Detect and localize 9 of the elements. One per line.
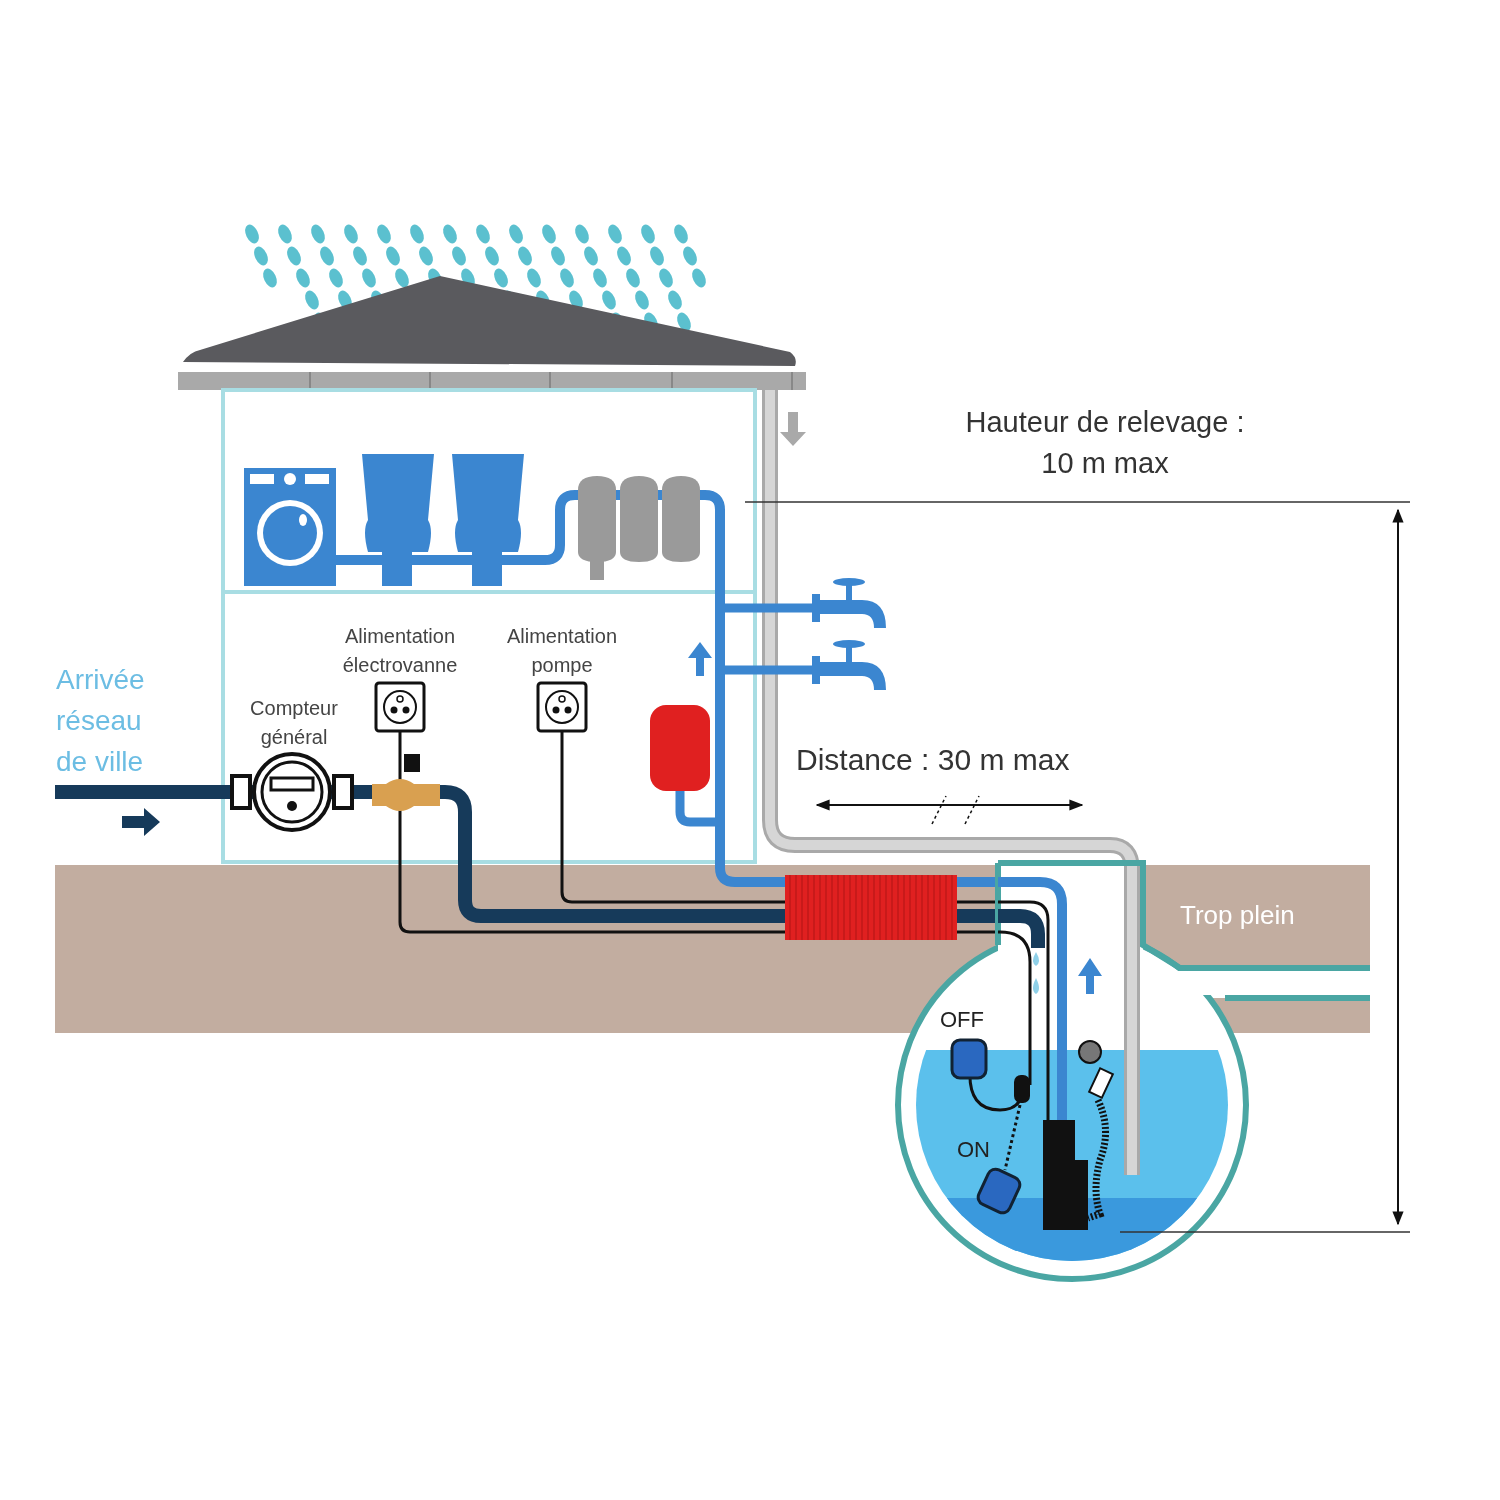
float-switch-label: ON bbox=[957, 1136, 991, 1164]
inlet-label: Arrivée réseau de ville bbox=[56, 663, 146, 779]
distance-label: Distance : 30 m max bbox=[796, 742, 1071, 778]
float-switch-label: OFF bbox=[940, 1006, 985, 1034]
socket-label: Alimentation électrovanne bbox=[341, 624, 459, 678]
meter-label: Compteur général bbox=[249, 696, 339, 750]
overflow-label: Trop plein bbox=[1180, 899, 1296, 932]
socket-label: Alimentation pompe bbox=[505, 624, 619, 678]
height-dimension-label: Hauteur de relevage : 10 m max bbox=[964, 405, 1246, 481]
